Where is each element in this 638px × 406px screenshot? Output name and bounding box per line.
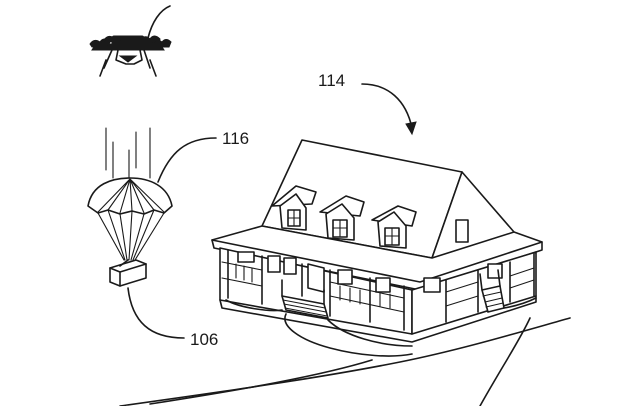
front-steps [281,279,329,319]
leader-114 [361,83,413,129]
package [109,259,147,287]
dormer-right [371,205,417,249]
porch-roof [211,225,543,283]
leader-106 [127,287,185,339]
package-box [109,259,147,287]
front-door [307,263,325,293]
parachute [87,177,173,261]
label-116: 116 [222,129,249,148]
parachute-canopy [87,177,173,215]
porch-posts [227,249,405,331]
parachute-lines [97,209,165,261]
label-106: 106 [190,330,218,349]
dormer-middle [319,195,365,241]
leader-116 [157,137,217,183]
house-foundation [219,295,537,343]
label-114: 114 [318,71,345,90]
house [211,139,543,343]
dormer-left [271,185,317,231]
drone-lead-line [147,5,171,39]
label-group-106: 106 [127,287,218,349]
label-group-114: 114 [318,71,417,136]
label-group-116: 116 [157,129,249,183]
walkway [119,313,571,406]
drone [89,5,172,77]
driveway-edge [119,317,571,406]
